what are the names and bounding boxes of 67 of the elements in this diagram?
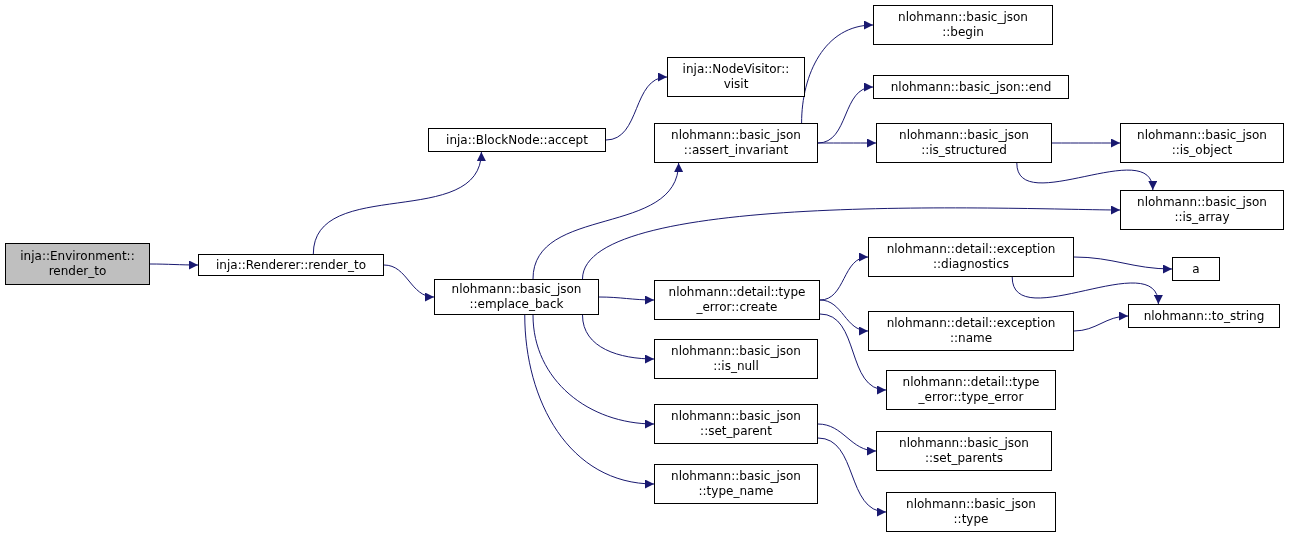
function-box (873, 5, 1053, 45)
call-arrow (598, 295, 655, 305)
function-box (654, 123, 818, 163)
function-box (198, 254, 384, 276)
function-name: nlohmann::basic_json ::type (905, 497, 1037, 527)
function-name: nlohmann::basic_json ::is_object (1136, 128, 1268, 158)
function-name: a (1192, 261, 1200, 277)
function-name: nlohmann::basic_json ::is_null (670, 344, 802, 374)
function-box (5, 243, 150, 285)
call-arrow (817, 423, 877, 455)
function-box (654, 464, 818, 504)
function-name: inja::Environment:: render_to (19, 249, 136, 279)
call-arrow (801, 21, 874, 124)
call-arrow (817, 437, 887, 515)
function-name: nlohmann::basic_json ::set_parents (898, 436, 1030, 466)
function-box (886, 370, 1056, 410)
function-box (654, 404, 818, 444)
function-box (868, 237, 1074, 277)
function-box (868, 311, 1074, 351)
call-arrow (532, 162, 682, 280)
function-name: nlohmann::basic_json ::is_structured (898, 128, 1030, 158)
function-box (1128, 304, 1280, 328)
function-name: nlohmann::basic_json ::assert_invariant (670, 128, 802, 158)
function-box (886, 492, 1056, 532)
call-arrow (312, 151, 485, 255)
function-name: nlohmann::basic_json::end (890, 79, 1052, 95)
function-box (654, 280, 820, 320)
function-name: inja::NodeVisitor:: visit (681, 62, 791, 92)
function-name: nlohmann::detail::type _error::create (667, 285, 807, 315)
call-arrow (605, 73, 668, 141)
call-arrow (1073, 256, 1173, 274)
function-box (876, 431, 1052, 471)
function-name: inja::BlockNode::accept (446, 132, 588, 148)
call-arrow (819, 253, 869, 301)
function-name: nlohmann::basic_json ::type_name (670, 469, 802, 499)
call-arrow (817, 138, 877, 148)
function-name: nlohmann::detail::exception ::name (885, 316, 1057, 346)
function-name: nlohmann::to_string (1143, 308, 1265, 324)
function-box (1120, 190, 1284, 230)
call-arrow (149, 260, 199, 270)
function-box (873, 75, 1069, 99)
call-arrow (819, 299, 869, 335)
call-arrow (582, 205, 1121, 280)
function-name: nlohmann::basic_json ::begin (897, 10, 1029, 40)
function-box (876, 123, 1052, 163)
function-box (1120, 123, 1284, 163)
function-name: nlohmann::basic_json ::is_array (1136, 195, 1268, 225)
function-box (1172, 257, 1220, 281)
function-name: nlohmann::basic_json ::emplace_back (450, 282, 583, 312)
call-arrow (1051, 138, 1121, 148)
function-box (434, 279, 599, 315)
function-box (428, 128, 606, 152)
function-name: nlohmann::detail::exception ::diagnostics (885, 242, 1057, 272)
call-arrow (582, 314, 655, 364)
call-arrow (1011, 276, 1161, 305)
call-arrow (1016, 162, 1156, 191)
call-arrow (817, 83, 874, 144)
call-arrow (819, 313, 887, 393)
call-arrow (383, 264, 435, 301)
function-name: nlohmann::basic_json ::set_parent (670, 409, 802, 439)
call-arrow (532, 314, 655, 428)
call-arrow (1073, 312, 1129, 332)
call-arrow (524, 314, 655, 488)
function-box (654, 339, 818, 379)
function-name: inja::Renderer::render_to (216, 257, 366, 273)
function-name: nlohmann::detail::type _error::type_error (901, 375, 1041, 405)
function-box (667, 57, 805, 97)
